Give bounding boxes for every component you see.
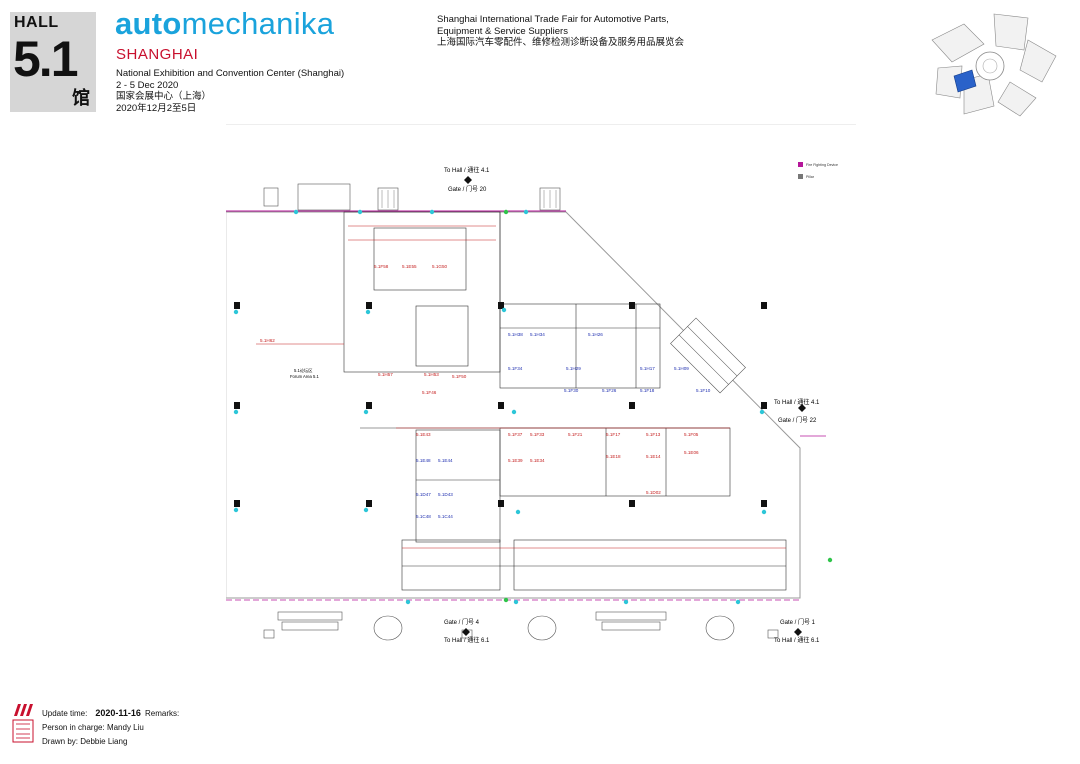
city-label: SHANGHAI: [116, 46, 199, 63]
hall-number: 5.1: [13, 31, 79, 87]
fair-title: Shanghai International Trade Fair for Au…: [437, 14, 684, 49]
booth-label: 5.1F05: [684, 432, 699, 437]
hall-cn: 馆: [72, 88, 90, 108]
booth-label: 5.1F26: [602, 388, 617, 393]
gate-right-line1: To Hall / 通往 4.1: [774, 398, 820, 406]
booth-label: 5.1F46: [422, 390, 437, 395]
booth-label: 5.1E55: [402, 264, 417, 269]
booth-label: 5.1E39: [508, 458, 523, 463]
gate-bottom-right-line1: Gate / 门号 1: [780, 618, 816, 626]
booth-label: 5.1H57: [378, 372, 393, 377]
booth-label: 5.1H29: [566, 366, 581, 371]
escalator: [670, 317, 746, 394]
update-date: 2020-11-16: [95, 708, 141, 718]
legend-fire-label: Fire Fighting Device: [806, 163, 838, 167]
booth-label: 5.1F33: [530, 432, 545, 437]
gate-bottom-right-line2: To Hall / 通往 6.1: [774, 636, 820, 644]
booth-label: 5.1F10: [696, 388, 711, 393]
booth-label: 5.1H38: [508, 332, 523, 337]
booth-label: 5.1F58: [374, 264, 389, 269]
booth-label: 5.1E18: [606, 454, 621, 459]
drawn-name: Debbie Liang: [80, 737, 128, 746]
booth-label: 5.1E48: [416, 458, 431, 463]
legend-fire-swatch: [798, 162, 803, 167]
booth-label: 5.1H62: [260, 338, 275, 343]
booth-label: 5.1D02: [646, 490, 661, 495]
brand-bold: auto: [115, 6, 182, 41]
drawn-label: Drawn by:: [42, 737, 79, 746]
gate-top-line1: To Hall / 通往 4.1: [444, 166, 490, 174]
footer-meta: Update time: 2020-11-16 Person in charge:…: [42, 706, 144, 749]
hall-word: HALL: [14, 14, 59, 31]
legend-pillar-label: Pillar: [806, 175, 815, 179]
dates-cn: 2020年12月2至5日: [116, 102, 197, 114]
booth-label: 5.1F18: [640, 388, 655, 393]
booth-label: 5.1H34: [530, 332, 545, 337]
venue-en: National Exhibition and Convention Cente…: [116, 68, 345, 79]
booth-label: 5.1F17: [606, 432, 621, 437]
fair-line1: Shanghai International Trade Fair for Au…: [437, 14, 669, 25]
venue-block: National Exhibition and Convention Cente…: [116, 68, 344, 114]
booth-label: 5.1C48: [416, 514, 431, 519]
person-name: Mandy Liu: [106, 723, 144, 732]
venue-cn: 国家会展中心（上海）: [116, 91, 212, 102]
booth-label: 5.1H09: [674, 366, 689, 371]
booth-label: 5.1F30: [564, 388, 579, 393]
booth-label: 5.1E06: [684, 450, 699, 455]
fair-line2: Equipment & Service Suppliers: [437, 25, 568, 37]
drawn-logo: [12, 704, 34, 743]
divider: [226, 124, 856, 125]
booth-label: 5.1F37: [508, 432, 523, 437]
floor-plan: Fire Fighting Device Pillar To Hall / 通往…: [226, 128, 856, 692]
booth-label: 5.1F13: [646, 432, 661, 437]
hall-badge: HALL 5.1 馆: [10, 12, 96, 112]
remarks-label: Remarks:: [145, 709, 180, 718]
booth-label: 5.1E14: [646, 454, 661, 459]
booth-label: 5.1D47: [416, 492, 431, 497]
update-label: Update time:: [42, 709, 88, 718]
pillars: [234, 302, 767, 507]
location-minimap: [931, 13, 1057, 117]
floor-plan-svg: Fire Fighting Device Pillar To Hall / 通往…: [226, 162, 838, 644]
booth-label: 5.1E34: [530, 458, 545, 463]
fair-cn: 上海国际汽车零配件、维修检测诊断设备及服务用品展览会: [437, 37, 685, 48]
booth-label: 5.1E43: [416, 432, 431, 437]
booth-label: 5.1F50: [452, 374, 467, 379]
brand-logo: automechanika: [115, 6, 334, 42]
booth-label: 5.1D43: [438, 492, 453, 497]
person-label: Person in charge:: [42, 723, 105, 732]
gate-bottom-mid-line2: To Hall / 通往 6.1: [444, 636, 490, 644]
booth-label: 5.1H53: [424, 372, 439, 377]
brand-light: mechanika: [181, 6, 335, 41]
booth-label: 5.1E44: [438, 458, 453, 463]
booth-label: 5.1F21: [568, 432, 583, 437]
current-hall-highlight: [953, 69, 977, 93]
booth-label: 5.1G50: [432, 264, 448, 269]
gate-bottom-mid-line1: Gate / 门号 4: [444, 618, 480, 626]
forum-en: Forum Area 5.1: [290, 374, 320, 379]
legend-pillar-swatch: [798, 174, 803, 179]
booth-label: 5.1F34: [508, 366, 523, 371]
forum-cn: 5.1论坛区: [294, 367, 312, 374]
gate-right-line2: Gate / 门号 22: [778, 416, 817, 424]
booth-label: 5.1C44: [438, 514, 453, 519]
booth-label: 5.1H17: [640, 366, 655, 371]
booth-label: 5.1H26: [588, 332, 603, 337]
gate-top-line2: Gate / 门号 20: [448, 185, 487, 193]
dates-en: 2 - 5 Dec 2020: [116, 79, 179, 91]
